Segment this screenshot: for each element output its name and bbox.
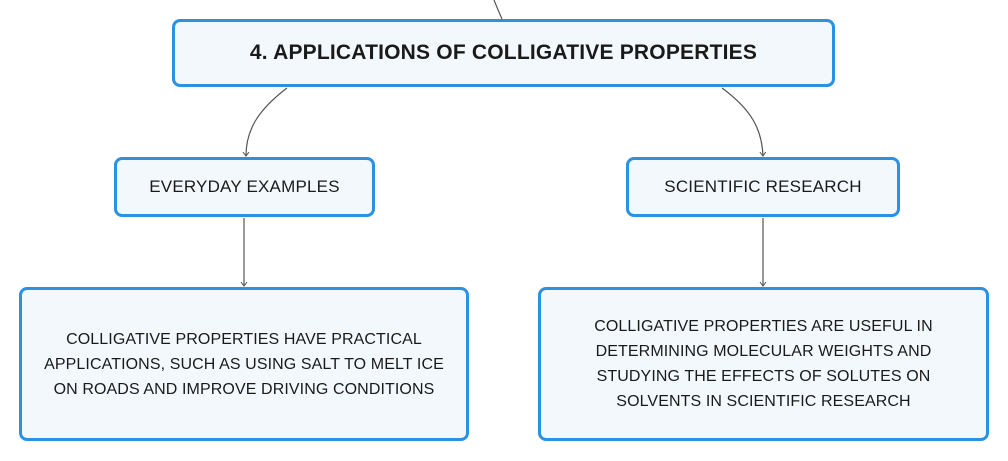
root-topic-label: 4. APPLICATIONS OF COLLIGATIVE PROPERTIE…	[249, 41, 758, 64]
root-topic-node[interactable]: 4. APPLICATIONS OF COLLIGATIVE PROPERTIE…	[172, 19, 835, 87]
branch-label-scientific-research: SCIENTIFIC RESEARCH	[664, 177, 862, 196]
connector-root-to-everyday	[246, 87, 288, 156]
branch-label-everyday-examples: EVERYDAY EXAMPLES	[149, 177, 340, 196]
branch-node-everyday-examples[interactable]: EVERYDAY EXAMPLES	[114, 157, 375, 217]
connector-root-to-research	[721, 87, 763, 156]
incoming-connector	[493, 0, 503, 20]
detail-node-everyday-examples[interactable]: COLLIGATIVE PROPERTIES HAVE PRACTICAL AP…	[19, 287, 469, 441]
detail-text-everyday-examples: COLLIGATIVE PROPERTIES HAVE PRACTICAL AP…	[44, 330, 444, 398]
detail-node-scientific-research[interactable]: COLLIGATIVE PROPERTIES ARE USEFUL IN DET…	[538, 287, 989, 441]
branch-node-scientific-research[interactable]: SCIENTIFIC RESEARCH	[626, 157, 900, 217]
detail-text-scientific-research: COLLIGATIVE PROPERTIES ARE USEFUL IN DET…	[594, 318, 933, 410]
